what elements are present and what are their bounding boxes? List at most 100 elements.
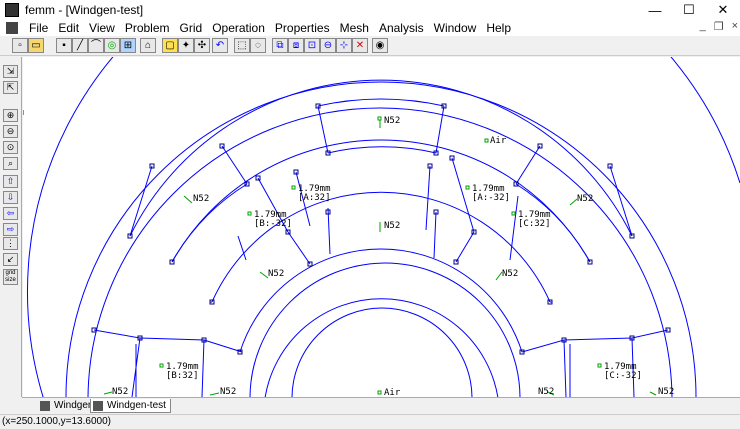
femm-app-icon (5, 3, 19, 17)
node-icon[interactable]: ▪ (56, 38, 72, 53)
mdi-restore-button[interactable]: ❐ (713, 21, 724, 33)
stator-outer-arc (87, 107, 673, 397)
pan-left-icon[interactable]: ⇦ (3, 207, 18, 220)
array-icon[interactable]: ⊹ (336, 38, 352, 53)
minimize-button[interactable]: — (648, 2, 662, 18)
drawing-canvas[interactable]: N52 Air N52 N52 1.79mm [A:32] 1.79mm [A:… (23, 57, 740, 397)
label-wire-bm-circuit: [B:-32] (254, 219, 292, 229)
tab-windgen-test-2[interactable]: Windgen-test (90, 399, 171, 413)
menu-view[interactable]: View (89, 21, 115, 35)
maximize-button[interactable]: ☐ (683, 2, 695, 17)
menu-window[interactable]: Window (433, 21, 477, 35)
new-icon[interactable]: ▫ (12, 38, 28, 53)
magnet-direction-arrow (103, 391, 113, 395)
menu-properties[interactable]: Properties (274, 21, 330, 35)
pan-down-icon[interactable]: ⇩ (3, 191, 18, 204)
coil-ring-inner-arc (239, 248, 523, 353)
grid-size-icon[interactable]: grid size (3, 269, 18, 285)
cursor-coordinates: (x=250.1000,y=13.6000) (2, 416, 111, 427)
scale-icon[interactable]: ⧈ (288, 38, 304, 53)
show-mesh-icon[interactable]: ⇲ (3, 65, 18, 78)
undo-icon[interactable]: ↶ (212, 38, 228, 53)
coil-slot-walls (237, 157, 519, 261)
outer-air-arc (26, 57, 740, 397)
label-marker (484, 138, 489, 143)
magnet-direction-arrow (649, 391, 657, 396)
label-wire-b-circuit: [B:32] (166, 371, 199, 381)
copy-icon[interactable]: ✦ (178, 38, 194, 53)
label-wire-bm-mm: 1.79mm (254, 210, 287, 220)
tab-windgen-test-1[interactable]: Windgen-test (38, 399, 117, 413)
menu-edit[interactable]: Edit (58, 21, 80, 35)
menu-problem[interactable]: Problem (124, 21, 170, 35)
show-grid-icon[interactable]: ⇱ (3, 81, 18, 94)
label-wire-am-mm: 1.79mm (472, 184, 505, 194)
menu-file[interactable]: File (29, 21, 49, 35)
magnet-ring-inner-arc (171, 139, 591, 263)
zoom-out-icon[interactable]: ⊖ (3, 125, 18, 138)
label-wire-cm-mm: 1.79mm (604, 362, 637, 372)
mdi-close-button[interactable]: × (731, 20, 738, 32)
edit-icon[interactable]: ⌂ (140, 38, 156, 53)
right-lower-coil (521, 329, 669, 397)
mdi-minimize-button[interactable]: _ (699, 20, 706, 32)
label-n52-inner-left: N52 (268, 269, 284, 279)
right-outer-magnet-sides (515, 145, 633, 263)
magnet-ring-outer-arc (129, 79, 633, 237)
move-icon[interactable]: ✣ (194, 38, 210, 53)
select-circle-icon[interactable]: ◌ (250, 38, 266, 53)
inner-ring-outer-arc (249, 262, 521, 397)
menu-analysis[interactable]: Analysis (378, 21, 424, 35)
block-label-icon[interactable]: ◎ (104, 38, 120, 53)
select-box-icon[interactable]: ⬚ (234, 38, 250, 53)
menu-mesh[interactable]: Mesh (339, 21, 369, 35)
label-wire-a-mm: 1.79mm (298, 184, 331, 194)
label-n52-right: N52 (577, 194, 593, 204)
document-tab-bar: Windgen-test Windgen-test (22, 397, 740, 414)
open-icon[interactable]: ▭ (28, 38, 44, 53)
inner-ring-inner-arc (264, 298, 499, 397)
label-wire-cm-circuit: [C:-32] (604, 371, 642, 381)
label-wire-am-circuit: [A:-32] (472, 193, 510, 203)
label-n52-bl1: N52 (112, 387, 128, 397)
label-wire-a-circuit: [A:32] (298, 193, 331, 203)
tab-label: Windgen-test (107, 400, 166, 411)
left-lower-coil (93, 329, 243, 397)
label-n52-bl2: N52 (220, 387, 236, 397)
document-icon[interactable] (6, 22, 18, 34)
label-n52-inner-right: N52 (502, 269, 518, 279)
femm-doc-icon (93, 401, 103, 411)
view-toolbar: ⇲ ⇱ ⊕ ⊖ ⊙ ⌕ ⇧ ⇩ ⇦ ⇨ ⋮ ↙ grid size (0, 57, 22, 397)
title-bar: femm - [Windgen-test] — ☐ ✕ (0, 0, 740, 20)
zoom-natural-icon[interactable]: ⊙ (3, 141, 18, 154)
menu-grid[interactable]: Grid (179, 21, 203, 35)
node-markers (91, 103, 671, 355)
pan-right-icon[interactable]: ⇨ (3, 223, 18, 236)
outer-boundary-arc (65, 81, 697, 397)
pan-up-icon[interactable]: ⇧ (3, 175, 18, 188)
zoom-in-icon[interactable]: ⊕ (3, 109, 18, 122)
label-marker (377, 390, 382, 395)
magnet-direction-arrow (569, 198, 578, 206)
fillet-icon[interactable]: ⊖ (320, 38, 336, 53)
grid-icon[interactable]: ⋮ (3, 237, 18, 250)
tab-label: Windgen-test (54, 400, 113, 411)
rotate-icon[interactable]: ⊡ (304, 38, 320, 53)
label-marker (291, 185, 296, 190)
mesh-icon[interactable]: ◉ (372, 38, 388, 53)
close-button[interactable]: ✕ (717, 2, 729, 17)
label-air-bottom: Air (384, 388, 401, 397)
label-n52-top: N52 (384, 116, 400, 126)
mirror-icon[interactable]: ⧉ (272, 38, 288, 53)
geometry-drawing[interactable]: N52 Air N52 N52 1.79mm [A:32] 1.79mm [A:… (23, 57, 740, 397)
delete-icon[interactable]: ✕ (352, 38, 368, 53)
group-icon[interactable]: ⊞ (120, 38, 136, 53)
zoom-window-icon[interactable]: ⌕ (3, 157, 18, 170)
label-n52-br1: N52 (538, 387, 554, 397)
segment-icon[interactable]: ╱ (72, 38, 88, 53)
menu-operation[interactable]: Operation (212, 21, 265, 35)
snap-grid-icon[interactable]: ↙ (3, 253, 18, 266)
menu-help[interactable]: Help (486, 21, 511, 35)
zoom-window-icon[interactable]: ▢ (162, 38, 178, 53)
arc-icon[interactable]: ⌒ (88, 38, 104, 53)
